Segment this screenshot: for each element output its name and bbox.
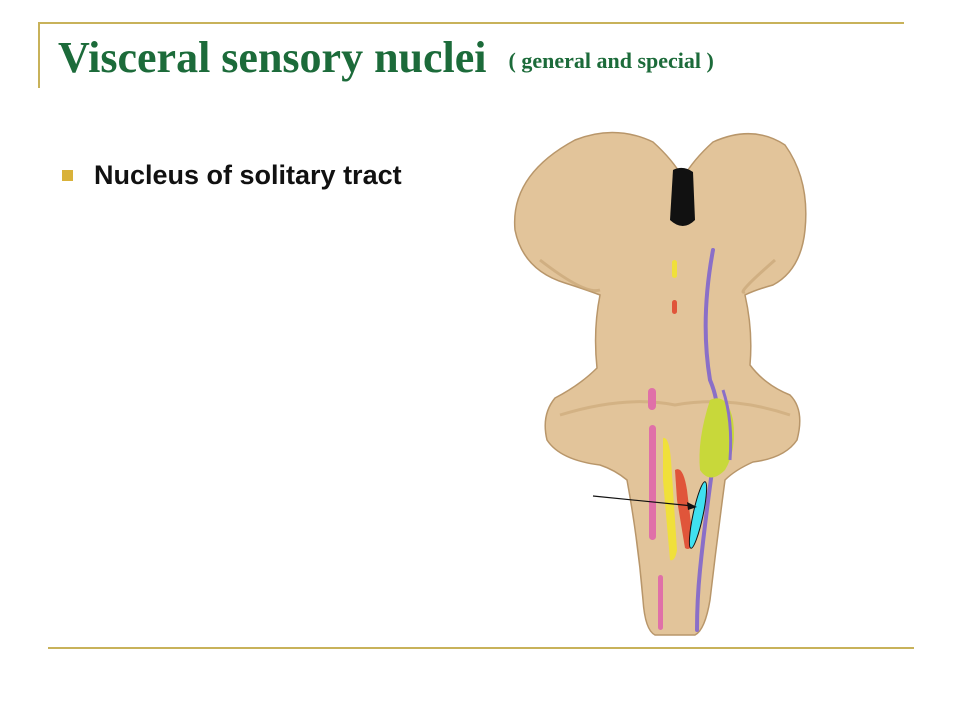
red-nucleus: [675, 469, 693, 549]
bullet-list: Nucleus of solitary tract: [62, 160, 402, 191]
arrow-head-icon: [687, 502, 697, 510]
square-bullet-icon: [62, 170, 73, 181]
yellow-nucleus: [663, 437, 677, 561]
purple-tract-branch: [721, 389, 733, 461]
cerebellar-peduncle-shadow: [539, 258, 776, 294]
pons-shadow: [559, 400, 791, 417]
pink-nucleus: [648, 388, 656, 410]
pink-nucleus: [658, 575, 663, 630]
green-nucleus: [699, 398, 734, 478]
red-nucleus-dash: [672, 300, 677, 314]
solitary-tract-highlight: [688, 481, 708, 549]
frame-top-line: [38, 22, 904, 24]
brainstem-tissue: [513, 131, 807, 636]
frame-bottom-line: [48, 647, 914, 649]
slide-title-main: Visceral sensory nuclei: [58, 33, 487, 82]
slide-title-subtitle: ( general and special ): [508, 48, 714, 73]
red-nucleus-dash: [672, 260, 677, 278]
fourth-ventricle-notch: [670, 167, 695, 226]
pointer-arrow: [592, 495, 694, 507]
pink-nucleus: [649, 425, 656, 540]
brainstem-illustration: [513, 131, 807, 636]
frame-left-line: [38, 22, 40, 88]
slide-title: Visceral sensory nuclei ( general and spe…: [58, 36, 714, 80]
bullet-item: Nucleus of solitary tract: [62, 160, 402, 191]
bullet-text: Nucleus of solitary tract: [94, 160, 402, 190]
